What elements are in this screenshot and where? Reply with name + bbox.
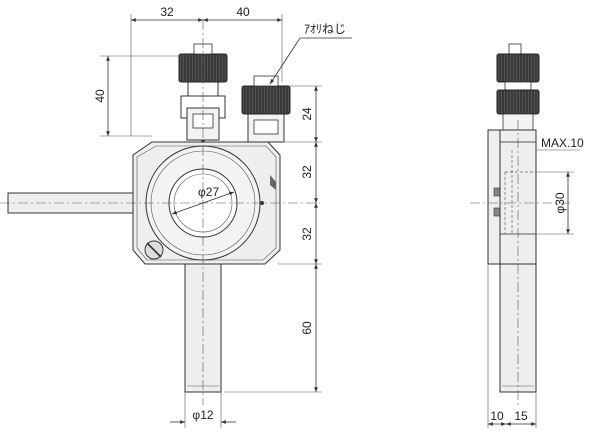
dim-post-12: φ12 xyxy=(192,408,213,422)
left-height-dimension: 40 xyxy=(93,55,186,137)
dim-15-bottom: 15 xyxy=(514,409,528,423)
dim-40-top: 40 xyxy=(236,5,250,19)
side-bottom-dimensions: 10 15 xyxy=(487,264,537,428)
dim-32-upper: 32 xyxy=(300,165,314,179)
dim-32-top: 32 xyxy=(160,5,174,19)
dim-32-lower: 32 xyxy=(300,227,314,241)
front-view: 32 40 40 ｱｵﾘねじ 24 32 32 xyxy=(0,5,352,428)
max-travel-dimension: MAX.10 xyxy=(536,136,584,151)
side-view-knobs xyxy=(496,43,540,131)
side-plate-screw xyxy=(493,187,501,197)
right-dimensions: 24 32 32 60 xyxy=(224,85,322,393)
dim-max-10: MAX.10 xyxy=(541,136,584,150)
side-adjust-knob xyxy=(241,75,291,143)
top-dimensions: 32 40 xyxy=(130,5,283,136)
side-view: MAX.10 φ30 10 15 xyxy=(470,43,584,428)
retaining-screw-icon xyxy=(144,240,164,260)
dim-60: 60 xyxy=(300,321,314,335)
dim-aperture-27: φ27 xyxy=(198,185,219,199)
dim-24: 24 xyxy=(300,107,314,121)
adjust-screw-label: ｱｵﾘねじ xyxy=(304,22,346,36)
spring-plate xyxy=(270,175,276,190)
dim-phi-30: φ30 xyxy=(553,192,567,213)
post-diameter-dimension: φ12 xyxy=(170,392,236,428)
dim-40-left: 40 xyxy=(93,89,107,103)
adjust-screw-callout: ｱｵﾘねじ xyxy=(269,22,352,85)
dim-10-bottom: 10 xyxy=(490,409,504,423)
side-plate xyxy=(487,129,501,265)
bore-diameter-dimension: φ30 xyxy=(536,171,574,235)
aperture-dim-line xyxy=(171,191,235,215)
